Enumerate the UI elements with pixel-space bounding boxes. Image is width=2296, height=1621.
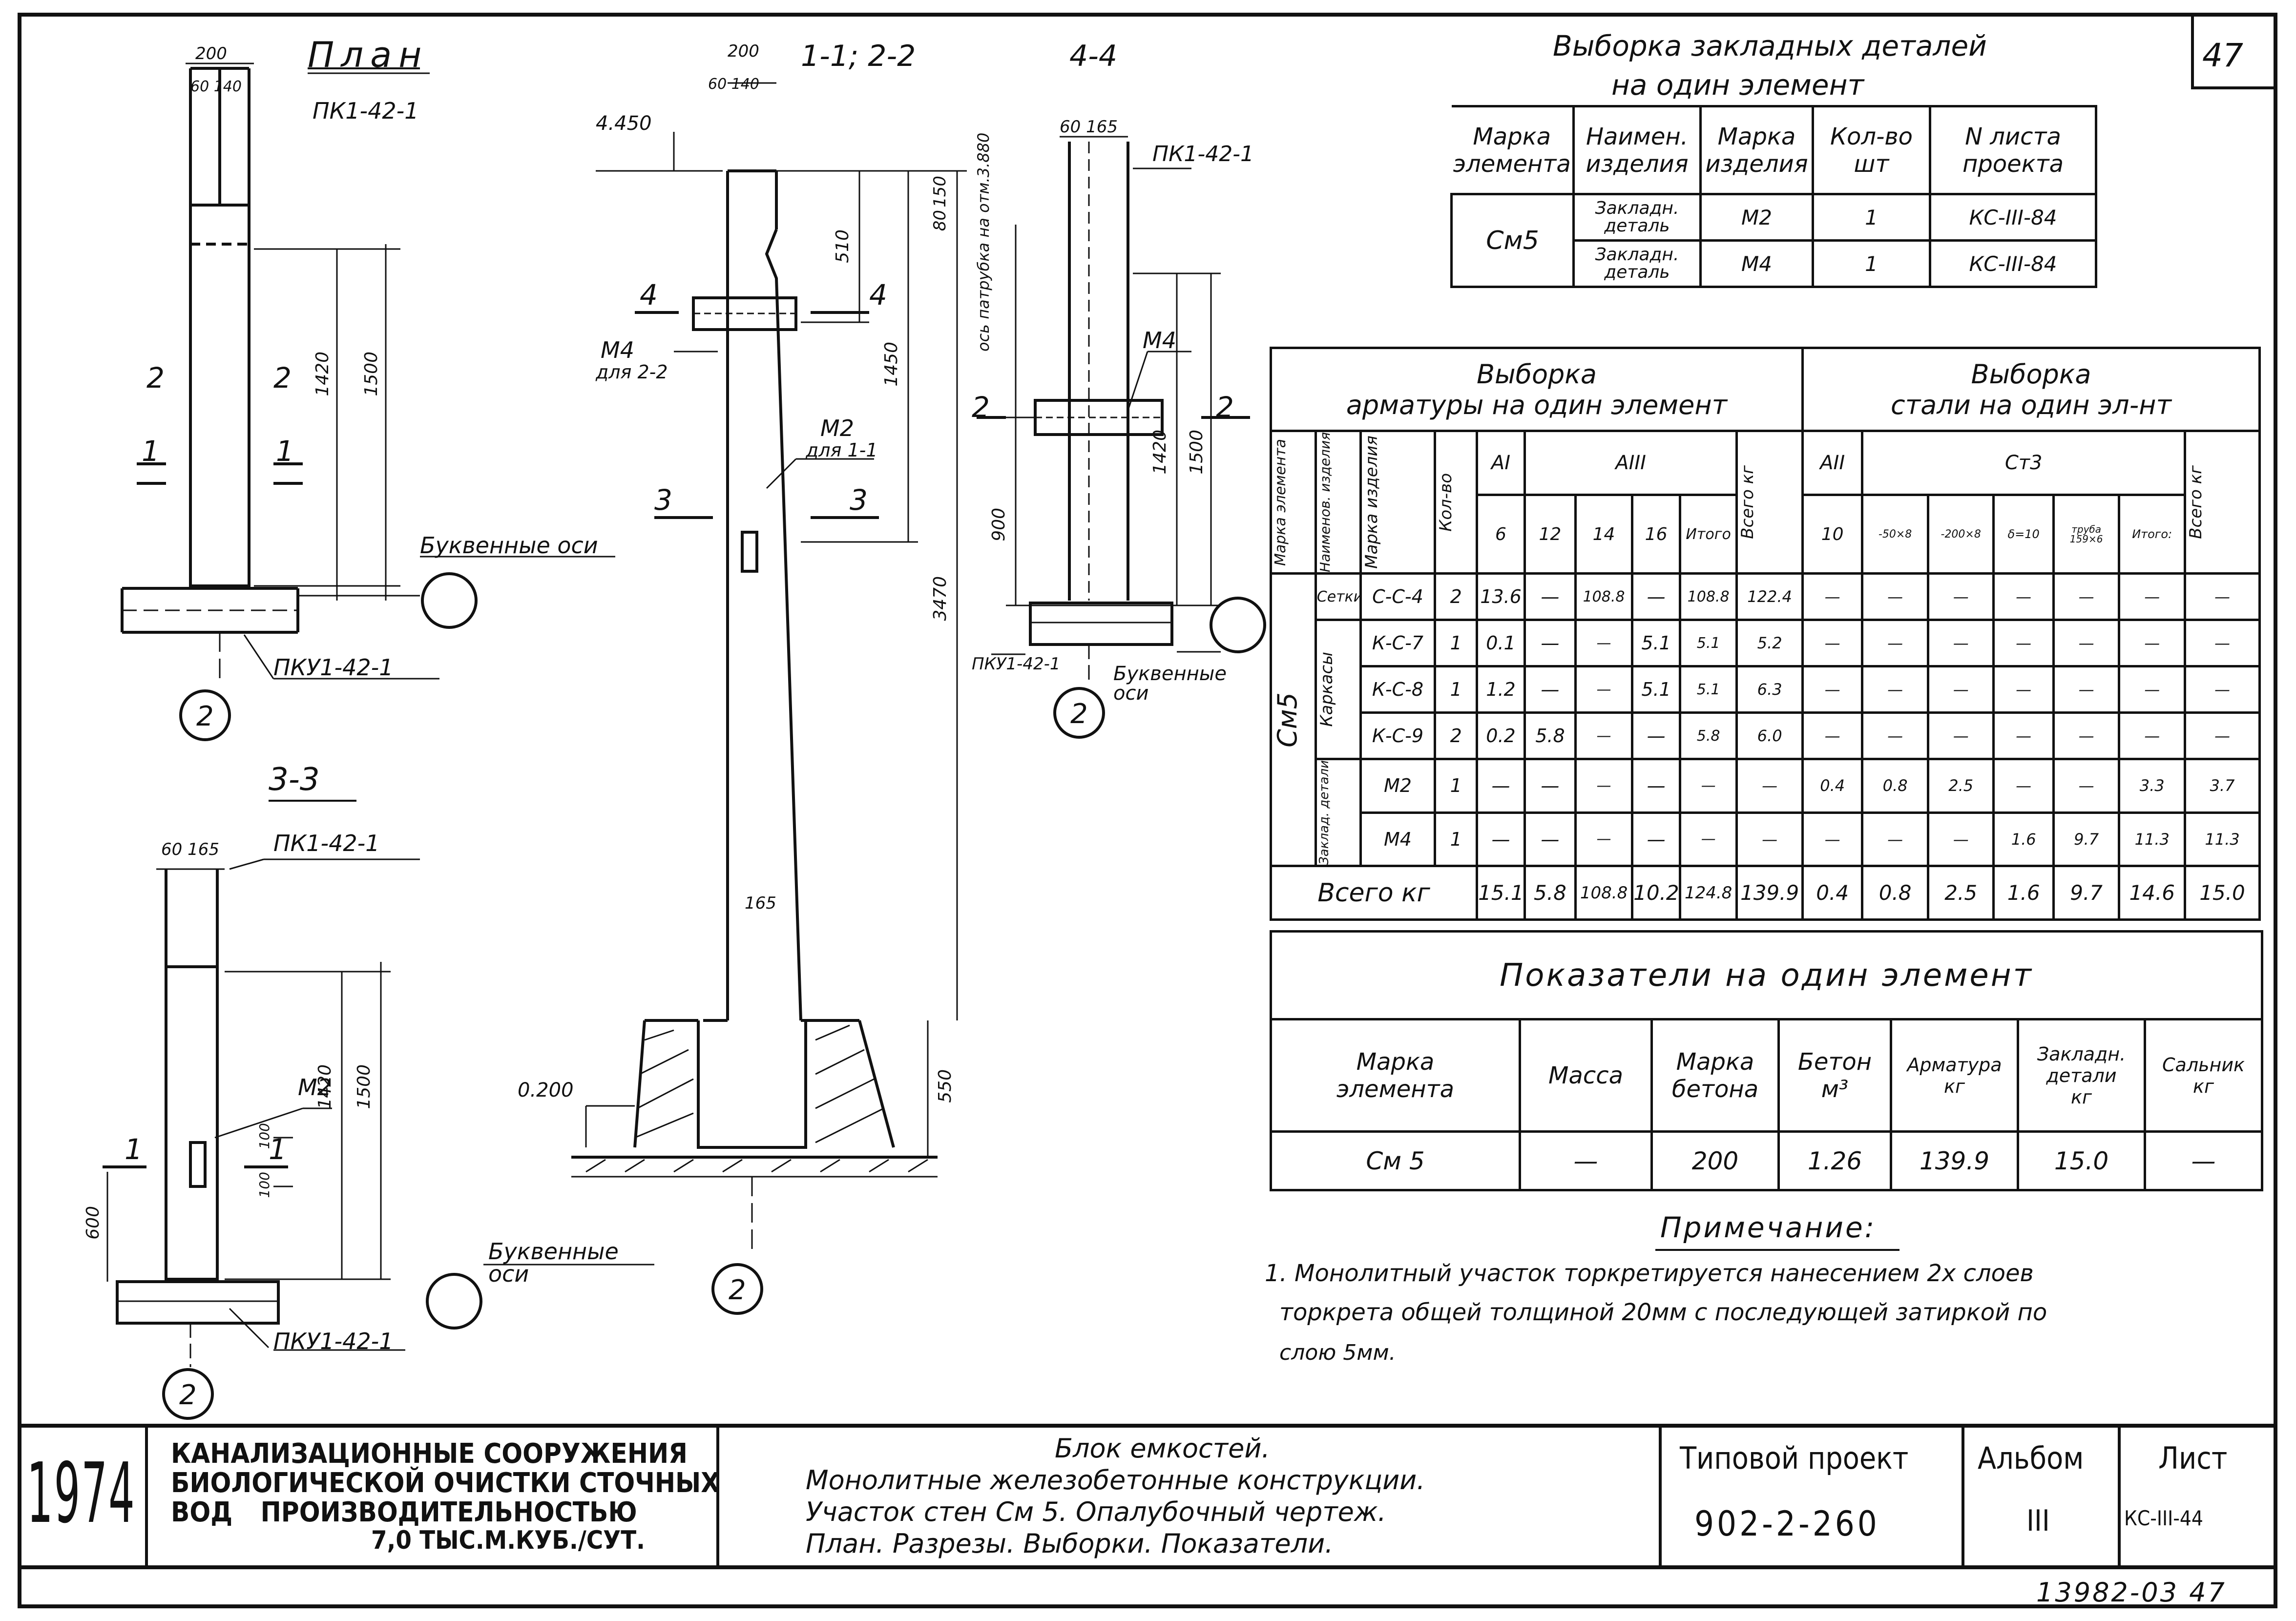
section-3-3-title: 3-3 bbox=[269, 762, 320, 798]
sheet-label: Лист bbox=[2158, 1440, 2228, 1476]
m4-label-4-4: М4 bbox=[1143, 327, 1176, 353]
elevation-bottom: 0.200 bbox=[518, 1079, 574, 1101]
pipe-axis-label: ось патрубка на отм.3.880 bbox=[974, 132, 993, 352]
letter-axes-label: Буквенные оси bbox=[420, 532, 598, 559]
dim: 200 bbox=[195, 44, 227, 63]
note-line: торкрета общей толщиной 20мм с последующ… bbox=[1279, 1299, 2047, 1326]
concrete-hatch bbox=[585, 1024, 928, 1173]
sheet-code: КС-III-44 bbox=[2124, 1506, 2203, 1530]
section-4-4-view bbox=[977, 136, 1266, 739]
dim: 60 165 bbox=[161, 840, 219, 859]
foundation-mark: ПКУ1-42-1 bbox=[273, 654, 394, 681]
dim: 3470 bbox=[930, 576, 950, 621]
foundation-mark-4-4: ПКУ1-42-1 bbox=[972, 654, 1061, 674]
m2-label-1-1: М2 bbox=[820, 415, 854, 441]
axis-bubble-1-1: 2 bbox=[729, 1274, 746, 1306]
desc-line: Монолитные железобетонные конструкции. bbox=[806, 1465, 1425, 1496]
axis-bubble-4-4: 2 bbox=[1070, 698, 1088, 730]
note-title: Примечание: bbox=[1660, 1211, 1877, 1244]
dim: 165 bbox=[745, 894, 776, 913]
dim: 900 bbox=[989, 508, 1009, 541]
m2-label-3-3: М2 bbox=[298, 1074, 332, 1101]
axis-bubble-plan: 2 bbox=[196, 701, 214, 732]
section-4-4-mark: ПК1-42-1 bbox=[1152, 142, 1254, 166]
plan-mark: ПК1-42-1 bbox=[313, 98, 419, 124]
plan-view bbox=[121, 62, 615, 741]
section-1-1-view bbox=[571, 82, 967, 1315]
section-3-3-mark: ПК1-42-1 bbox=[273, 830, 380, 856]
dim: 100 bbox=[256, 1172, 272, 1198]
dim: 1420 bbox=[1150, 430, 1170, 475]
dim: 60 165 bbox=[1060, 117, 1118, 137]
title-year: 1974 bbox=[27, 1445, 136, 1542]
dim: 550 bbox=[935, 1069, 955, 1103]
embedded-table-subtitle: на один элемент bbox=[1611, 68, 1864, 102]
org-line: ВОД ПРОИЗВОДИТЕЛЬНОСТЬЮ bbox=[171, 1496, 637, 1528]
dim: 1500 bbox=[1187, 430, 1207, 475]
dim: 60 140 bbox=[708, 76, 759, 93]
dim: 1420 bbox=[315, 1064, 335, 1109]
elevation-top: 4.450 bbox=[596, 112, 652, 135]
dim: 60 140 bbox=[190, 78, 242, 95]
section-1-1-title: 1-1; 2-2 bbox=[801, 39, 916, 73]
desc-line: План. Разрезы. Выборки. Показатели. bbox=[806, 1528, 1334, 1559]
m4-label-2-2-sub: для 2-2 bbox=[596, 361, 668, 383]
dim: 100 bbox=[256, 1123, 272, 1149]
embedded-table-title: Выборка закладных деталей bbox=[1553, 29, 1987, 62]
org-line: КАНАЛИЗАЦИОННЫЕ СООРУЖЕНИЯ bbox=[171, 1438, 688, 1470]
indicators-title: Показатели на один элемент bbox=[1270, 930, 2263, 1020]
dim: 1420 bbox=[313, 352, 333, 396]
org-line: БИОЛОГИЧЕСКОЙ ОЧИСТКИ СТОЧНЫХ bbox=[171, 1467, 720, 1499]
dim: 150 bbox=[930, 176, 950, 208]
dim: 1500 bbox=[354, 1064, 374, 1109]
desc-line: Участок стен См 5. Опалубочный чертеж. bbox=[806, 1496, 1386, 1527]
org-line: 7,0 ТЫС.М.КУБ./СУТ. bbox=[371, 1526, 645, 1555]
sheet-number: 47 bbox=[2202, 37, 2243, 74]
dim: 1450 bbox=[881, 342, 901, 387]
letter-axes-label-3-3: Буквенные оси bbox=[488, 1238, 619, 1287]
dim: 510 bbox=[833, 229, 853, 263]
plan-title: План bbox=[308, 34, 429, 75]
dim: 600 bbox=[83, 1206, 103, 1240]
m4-label-2-2: М4 bbox=[601, 337, 634, 363]
m2-label-1-1-sub: для 1-1 bbox=[806, 439, 878, 461]
dim: 1500 bbox=[361, 352, 381, 396]
note-line: слою 5мм. bbox=[1279, 1340, 1396, 1365]
album-label: Альбом bbox=[1978, 1440, 2084, 1476]
dim: 80 bbox=[930, 210, 950, 231]
desc-line: Блок емкостей. bbox=[1055, 1433, 1270, 1464]
bottom-code: 13982-03 47 bbox=[2036, 1577, 2227, 1608]
project-label: Типовой проект bbox=[1680, 1440, 1909, 1476]
letter-axes-label-4-4: Буквенные оси bbox=[1113, 663, 1227, 705]
album-number: III bbox=[2026, 1504, 2050, 1538]
note-line: 1. Монолитный участок торкретируется нан… bbox=[1265, 1260, 2034, 1287]
project-number: 902-2-260 bbox=[1694, 1504, 1880, 1544]
foundation-mark-3-3: ПКУ1-42-1 bbox=[273, 1328, 394, 1354]
section-3-3-view bbox=[103, 858, 654, 1420]
section-4-4-title: 4-4 bbox=[1069, 39, 1117, 73]
dim: 200 bbox=[728, 42, 759, 61]
axis-bubble-3-3: 2 bbox=[179, 1379, 197, 1411]
